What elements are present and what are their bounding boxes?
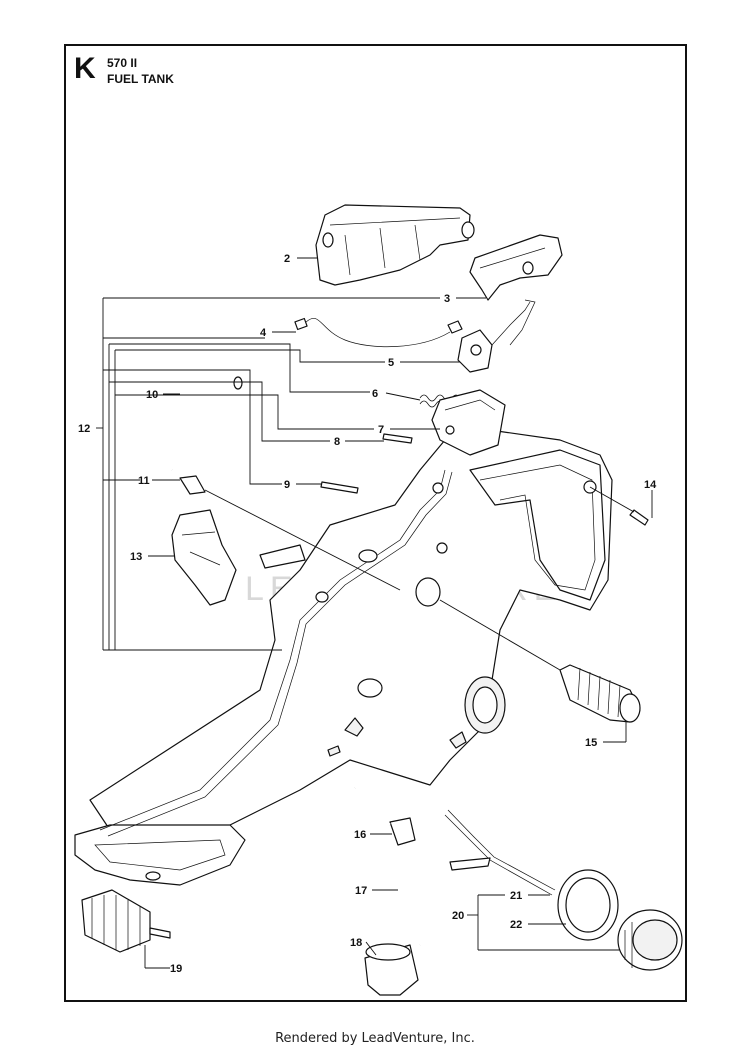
callout-6: 6 [372, 388, 378, 400]
part-2-top-cover [315, 204, 475, 286]
callout-8: 8 [334, 436, 340, 448]
part-22-seal-ring [557, 869, 619, 941]
callout-18: 18 [350, 937, 362, 949]
callout-11: 11 [138, 475, 150, 487]
part-15-av-element [559, 664, 641, 723]
part-17-fuel-hose [397, 844, 433, 946]
part-18-fuel-pickup [364, 943, 419, 996]
part-16-fuel-filter [350, 786, 416, 846]
callout-10: 10 [146, 389, 158, 401]
callout-15: 15 [585, 737, 597, 749]
callout-13: 13 [130, 551, 142, 563]
callout-labels: 2 3 4 5 6 7 8 9 10 11 12 13 14 15 16 17 … [78, 253, 657, 975]
part-21-strap [444, 809, 556, 896]
part-8-pin [382, 433, 413, 444]
callout-16: 16 [354, 829, 366, 841]
part-4-throttle-cable [294, 317, 463, 348]
part-13-side-cover [171, 509, 237, 606]
callout-17: 17 [355, 885, 367, 897]
part-19-av-element [81, 889, 171, 953]
callout-20: 20 [452, 910, 464, 922]
part-3-throttle-trigger [469, 234, 563, 346]
leader-lines [96, 257, 653, 969]
fuel-cap [617, 909, 683, 971]
diagram-title: FUEL TANK [107, 72, 174, 86]
callout-7: 7 [378, 424, 384, 436]
fuel-tank-body [74, 429, 613, 886]
part-7-throttle-lockout [431, 389, 506, 456]
callout-3: 3 [444, 293, 450, 305]
footer-credit: Rendered by LeadVenture, Inc. [275, 1031, 475, 1046]
diagram-frame [64, 44, 687, 1002]
callout-21: 21 [510, 890, 522, 902]
callout-12: 12 [78, 423, 90, 435]
model-label: 570 II [107, 56, 138, 70]
part-9-pin [320, 481, 359, 494]
callout-14: 14 [644, 479, 657, 491]
part-10-fuel-hose [150, 373, 243, 473]
part-5-choke-lever [457, 301, 531, 373]
part-14-screw [629, 509, 649, 526]
section-letter: K [74, 52, 96, 85]
callout-22: 22 [510, 919, 522, 931]
callout-4: 4 [260, 327, 267, 339]
callout-19: 19 [170, 963, 182, 975]
callout-9: 9 [284, 479, 290, 491]
callout-2: 2 [284, 253, 290, 265]
callout-5: 5 [388, 357, 394, 369]
part-11-fitting [179, 475, 206, 495]
